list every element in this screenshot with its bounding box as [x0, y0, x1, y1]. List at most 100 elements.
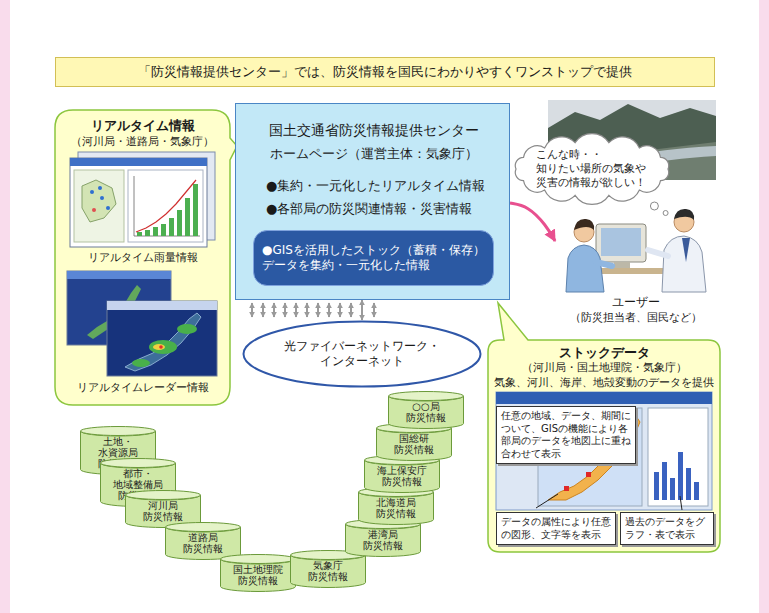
data-flow-arrows [339, 303, 341, 317]
label-text: リアルタイム雨量情報 [55, 251, 230, 265]
cloud-outline [515, 134, 668, 205]
note-box: 任意の地域、データ、期間について、GISの機能により各部局のデータを地図上に重ね… [496, 406, 636, 464]
user-group: ユーザー（防災担当者、国民など） [555, 205, 717, 323]
callout-bubble: リアルタイム情報（河川局・道路局・気象庁） リアルタイム雨量情報リアルタイムレーダ… [55, 110, 230, 405]
users-illustration [614, 262, 630, 268]
note-box: データの属性により任意の図形、文字等を表示 [496, 512, 616, 545]
data-flow-arrows [262, 303, 264, 317]
cylinder-outline [166, 523, 241, 532]
screenshot [67, 271, 217, 376]
text-slot: 国土交通省防災情報提供センター [236, 122, 511, 139]
label-text: こんな時・・ 知りたい場所の気象や 災害の情報が欲しい！ [536, 148, 648, 189]
page-margin [759, 0, 769, 613]
users-illustration [596, 224, 646, 262]
label-text: ○○局 防災情報 [392, 401, 460, 423]
connector-arrow [361, 300, 363, 320]
label-text: 任意の地域、データ、期間について、GISの機能により各部局のデータを地図上に重ね… [501, 410, 631, 460]
bubbleR-outline [55, 110, 237, 405]
data-flow-arrows [251, 303, 253, 317]
label-text: 海上保安庁 防災情報 [368, 465, 436, 487]
label-text: 国土地理院 防災情報 [224, 564, 292, 586]
cylinder-outline [389, 392, 464, 401]
note-box: 過去のデータをグラフ・表で表示 [620, 512, 714, 545]
text-slot: （河川局・国土地理院・気象庁） [488, 361, 720, 375]
users-illustration [596, 262, 612, 266]
center-box: 国土交通省防災情報提供センターホームページ（運営主体：気象庁） ●集約・一元化した… [235, 103, 510, 300]
label-text: ●集約・一元化したリアルタイム情報 [266, 178, 506, 194]
label-text: リアルタイム情報 [55, 118, 230, 134]
users-illustration [682, 238, 690, 262]
connector-arrow [510, 203, 555, 241]
label-text: データの属性により任意の図形、文字等を表示 [501, 516, 611, 541]
label-text: ユーザー [555, 295, 717, 310]
text-slot: リアルタイム雨量情報 [55, 251, 230, 265]
cylinder-outline [101, 459, 176, 468]
label-text: リアルタイムレーダー情報 [55, 381, 230, 395]
network-ellipse: 光ファイバーネットワーク・ インターネット [242, 320, 482, 388]
database-cylinder: 国土地理院 防災情報 [220, 554, 296, 592]
database-cylinder: 道路局 防災情報 [165, 522, 241, 560]
data-flow-arrows [350, 303, 352, 317]
users-illustration [574, 219, 594, 230]
text-slot: （防災担当者、国民など） [555, 311, 717, 325]
cloud-outline [650, 202, 658, 210]
label-text: 北海道局 防災情報 [362, 497, 430, 519]
users-illustration [601, 228, 641, 256]
screenshot [70, 152, 215, 247]
text-slot: ホームページ（運営主体：気象庁） [236, 146, 511, 162]
data-flow-arrows [284, 303, 286, 317]
label-text: 気象、河川、海岸、地殻変動のデータを提供 [488, 376, 720, 390]
text-slot: ユーザー [555, 295, 717, 310]
data-flow-arrows [295, 303, 297, 317]
label-text: 国土交通省防災情報提供センター [236, 122, 511, 139]
label-text: 国総研 防災情報 [380, 433, 448, 455]
label-text: 道路局 防災情報 [169, 532, 237, 554]
data-flow-arrows [252, 303, 374, 317]
text-slot: ●各部局の防災関連情報・災害情報 [266, 201, 506, 217]
text-slot: リアルタイム情報 [55, 118, 230, 134]
text-slot: 気象、河川、海岸、地殻変動のデータを提供 [488, 376, 720, 390]
text-slot: ストックデータ [488, 345, 720, 361]
ellipse-outline [244, 322, 481, 387]
label-text: （防災担当者、国民など） [555, 311, 717, 325]
users-illustration [674, 209, 694, 220]
label-text: 河川局 防災情報 [129, 500, 197, 522]
cylinder-outline [126, 491, 201, 500]
data-flow-arrows [373, 303, 375, 317]
label-text: ホームページ（運営主体：気象庁） [236, 146, 511, 162]
title-banner: 「防災情報提供センター」では、防災情報を国民にわかりやすくワンストップで提供 [55, 57, 715, 87]
page-margin [0, 0, 10, 613]
text-slot: リアルタイムレーダー情報 [55, 381, 230, 395]
label-text: 気象庁 防災情報 [294, 560, 362, 582]
label-text: 過去のデータをグラフ・表で表示 [625, 516, 709, 541]
users-illustration [566, 245, 604, 292]
label-text: 港湾局 防災情報 [349, 529, 417, 551]
text-slot: （河川局・道路局・気象庁） [55, 135, 230, 149]
label-text: ●各部局の防災関連情報・災害情報 [266, 201, 506, 217]
cloud-outline [663, 211, 668, 216]
cylinder-outline [221, 555, 296, 564]
callout-bubble: ストックデータ（河川局・国土地理院・気象庁）気象、河川、海岸、地殻変動のデータを… [488, 340, 720, 552]
screenshot [496, 392, 712, 510]
database-cylinder: ○○局 防災情報 [388, 391, 464, 429]
users-illustration [566, 209, 706, 292]
title-text: 「防災情報提供センター」では、防災情報を国民にわかりやすくワンストップで提供 [138, 64, 632, 80]
thought-cloud: こんな時・・ 知りたい場所の気象や 災害の情報が欲しい！ [512, 138, 672, 200]
bubbleT-outline [488, 303, 720, 552]
label-text: （河川局・国土地理院・気象庁） [488, 361, 720, 375]
label-text: 光ファイバーネットワーク・ インターネット [262, 339, 462, 369]
users-illustration [648, 250, 668, 256]
database-cylinder: 気象庁 防災情報 [290, 550, 366, 588]
text-slot: ●集約・一元化したリアルタイム情報 [266, 178, 506, 194]
label-text: （河川局・道路局・気象庁） [55, 135, 230, 149]
users-illustration [662, 236, 706, 292]
data-flow-arrows [273, 303, 275, 317]
data-flow-arrows [317, 303, 319, 317]
data-flow-arrows [328, 303, 330, 317]
data-flow-arrows [306, 303, 308, 317]
label-text: ●GISを活用したストック（蓄積・保存） データを集約・一元化した情報 [262, 243, 485, 273]
label-text: ストックデータ [488, 345, 720, 361]
cylinder-outline [81, 427, 156, 436]
gis-box: ●GISを活用したストック（蓄積・保存） データを集約・一元化した情報 [253, 230, 494, 286]
